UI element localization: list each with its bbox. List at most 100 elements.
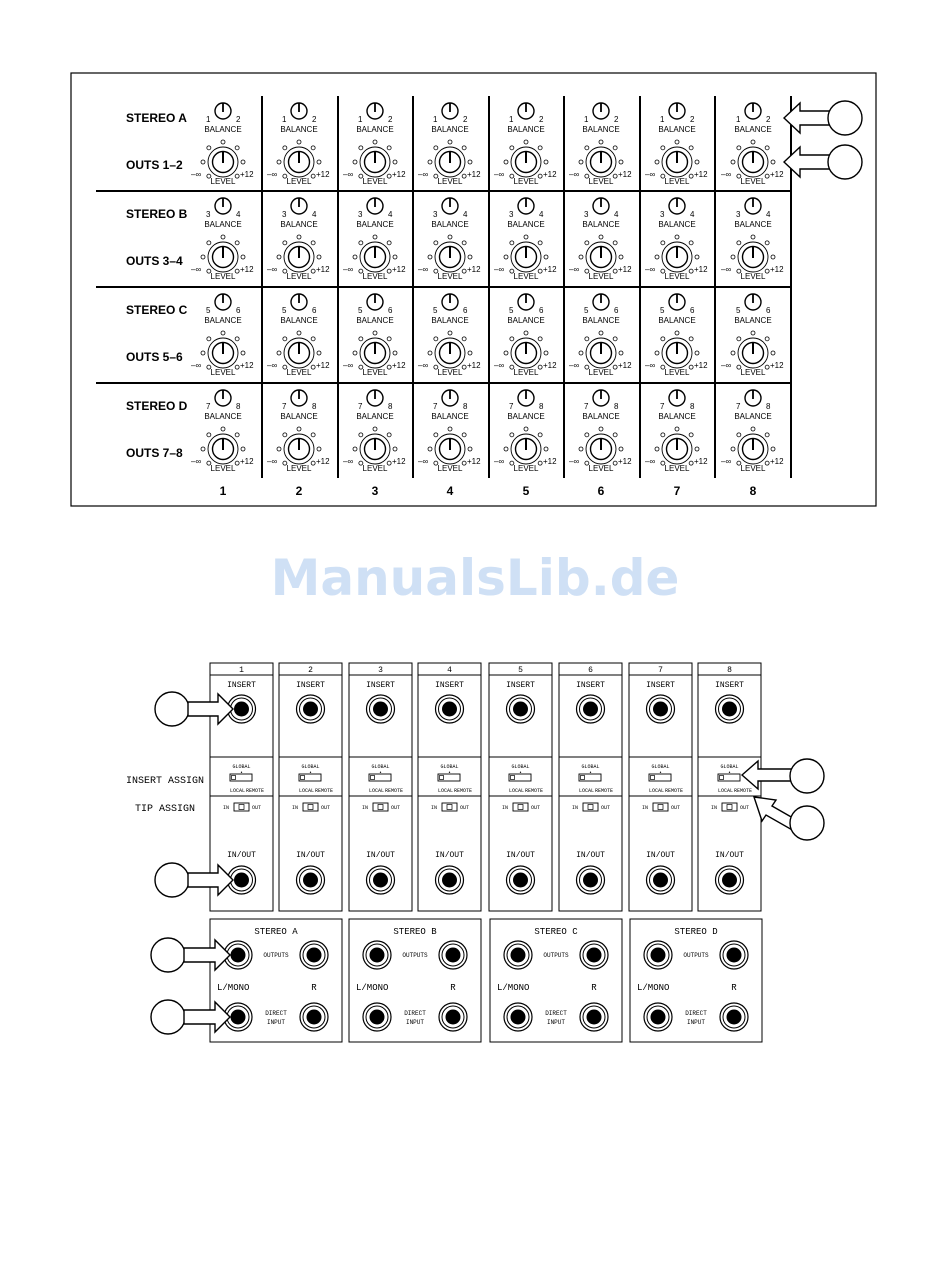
- output-left-jack[interactable]: [503, 940, 533, 970]
- scale-dot: [612, 173, 618, 179]
- scale-dot: [654, 446, 660, 452]
- insert-jack[interactable]: [365, 694, 396, 724]
- scale-dot: [206, 432, 212, 438]
- balance-label: BALANCE: [431, 316, 468, 325]
- scale-dot: [433, 173, 439, 179]
- in-out-jack[interactable]: [365, 865, 396, 895]
- scale-dot: [537, 460, 543, 466]
- balance-label: BALANCE: [507, 412, 544, 421]
- output-left-jack[interactable]: [362, 940, 392, 970]
- balance-right-label: 6: [690, 306, 695, 315]
- scale-dot: [296, 330, 302, 336]
- insert-jack[interactable]: [505, 694, 536, 724]
- level-max-label: +12: [618, 265, 632, 274]
- output-left-jack[interactable]: [643, 940, 673, 970]
- in-out-jack[interactable]: [505, 865, 536, 895]
- direct-input-right-jack[interactable]: [719, 1002, 749, 1032]
- r-label: R: [311, 983, 317, 993]
- insert-jack[interactable]: [575, 694, 606, 724]
- level-max-label: +12: [240, 457, 254, 466]
- level-knob-skirt: [283, 433, 315, 465]
- direct-input-right-jack[interactable]: [438, 1002, 468, 1032]
- level-label: LEVEL: [363, 464, 388, 473]
- balance-label: BALANCE: [280, 412, 317, 421]
- balance-right-label: 6: [388, 306, 393, 315]
- level-label: LEVEL: [363, 177, 388, 186]
- balance-left-label: 5: [584, 306, 589, 315]
- output-right-jack[interactable]: [438, 940, 468, 970]
- scale-dot: [358, 173, 364, 179]
- jack-hole: [442, 701, 457, 717]
- jack-hole: [653, 701, 668, 717]
- global-dot: •: [449, 770, 451, 776]
- in-label: IN: [431, 805, 437, 811]
- out-label: OUT: [321, 805, 330, 811]
- insert-jack[interactable]: [714, 694, 745, 724]
- direct-input-left-jack[interactable]: [223, 1002, 253, 1032]
- level-max-label: +12: [240, 361, 254, 370]
- in-out-jack[interactable]: [226, 865, 257, 895]
- in-out-jack[interactable]: [295, 865, 326, 895]
- in-out-jack[interactable]: [434, 865, 465, 895]
- jack-hole: [653, 872, 668, 888]
- output-right-jack[interactable]: [579, 940, 609, 970]
- level-min-label: –∞: [645, 265, 655, 274]
- callout-arrow-insert: [154, 691, 234, 727]
- scale-dot: [537, 336, 543, 342]
- in-out-jack[interactable]: [575, 865, 606, 895]
- remote-label: REMOTE: [595, 788, 613, 794]
- direct-input-right-jack[interactable]: [579, 1002, 609, 1032]
- direct-input-left-jack[interactable]: [503, 1002, 533, 1032]
- column-number: 5: [523, 484, 530, 498]
- insert-assign-switch[interactable]: [437, 773, 461, 782]
- insert-assign-switch[interactable]: [578, 773, 602, 782]
- jack-hole: [510, 1009, 526, 1025]
- balance-left-label: 5: [206, 306, 211, 315]
- scale-dot: [433, 240, 439, 246]
- scale-dot: [509, 336, 515, 342]
- level-knob-skirt: [359, 241, 391, 273]
- insert-assign-switch[interactable]: [229, 773, 253, 782]
- insert-jack[interactable]: [645, 694, 676, 724]
- balance-right-label: 2: [236, 115, 241, 124]
- insert-jack[interactable]: [295, 694, 326, 724]
- balance-right-label: 4: [388, 210, 393, 219]
- insert-jack[interactable]: [434, 694, 465, 724]
- output-right-jack[interactable]: [299, 940, 329, 970]
- scale-dot: [764, 336, 770, 342]
- direct-input-right-jack[interactable]: [299, 1002, 329, 1032]
- balance-label: BALANCE: [582, 125, 619, 134]
- insert-assign-switch[interactable]: [648, 773, 672, 782]
- level-knob-skirt: [585, 146, 617, 178]
- balance-label: BALANCE: [658, 412, 695, 421]
- insert-assign-switch[interactable]: [508, 773, 532, 782]
- stereo-row-label: STEREO D: [126, 399, 188, 413]
- callout-arrow-balance: [782, 100, 863, 136]
- output-right-jack[interactable]: [719, 940, 749, 970]
- in-out-jack[interactable]: [714, 865, 745, 895]
- direct-input-left-jack[interactable]: [362, 1002, 392, 1032]
- scale-dot: [537, 268, 543, 274]
- jack-hole: [583, 872, 598, 888]
- insert-assign-switch[interactable]: [298, 773, 322, 782]
- r-label: R: [731, 983, 737, 993]
- scale-dot: [372, 234, 378, 240]
- balance-left-label: 1: [206, 115, 211, 124]
- scale-dot: [392, 350, 398, 356]
- insert-assign-switch[interactable]: [368, 773, 392, 782]
- scale-dot: [433, 460, 439, 466]
- scale-dot: [523, 234, 529, 240]
- insert-assign-switch[interactable]: [717, 773, 741, 782]
- direct-input-left-jack[interactable]: [643, 1002, 673, 1032]
- scale-dot: [730, 350, 736, 356]
- in-out-jack[interactable]: [645, 865, 676, 895]
